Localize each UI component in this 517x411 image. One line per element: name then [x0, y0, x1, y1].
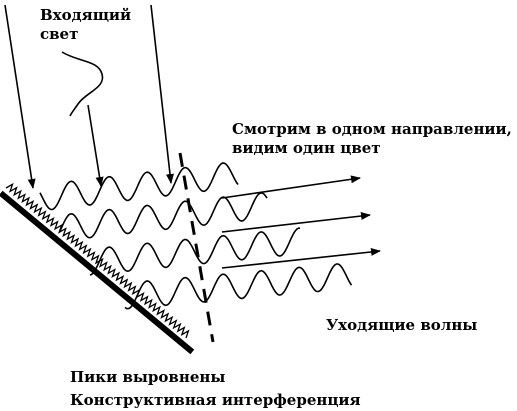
label-pointer-squiggle	[61, 51, 104, 117]
grating-teeth	[5, 182, 190, 339]
outgoing-arrow-3	[221, 247, 381, 269]
label-look-line2: видим один цвет	[232, 139, 381, 157]
outgoing-wave-3	[89, 227, 300, 276]
label-incoming-line2: свет	[40, 25, 78, 43]
label-look-line1: Смотрим в одном направлении,	[232, 120, 512, 138]
incoming-ray-1	[4, 4, 36, 189]
label-incoming-line1: Входящий	[40, 6, 131, 24]
outgoing-wave-1	[39, 162, 239, 211]
incoming-ray-3	[150, 4, 174, 184]
label-constructive-interference: Конструктивная интерференция	[70, 391, 361, 409]
outgoing-waves	[39, 162, 353, 310]
outgoing-wave-4	[124, 263, 353, 310]
label-outgoing-waves: Уходящие волны	[326, 316, 477, 334]
outgoing-arrow-2	[221, 212, 371, 233]
incoming-ray-2	[87, 104, 104, 187]
grating-line	[0, 190, 195, 355]
label-peaks-aligned: Пики выровнены	[70, 368, 225, 386]
outgoing-arrow-1	[221, 175, 361, 199]
outgoing-wave-2	[59, 192, 268, 239]
peak-alignment-dashed-line	[178, 152, 215, 343]
